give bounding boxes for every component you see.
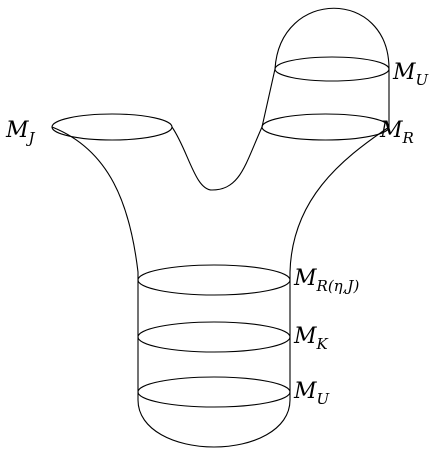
label-m-r-sub: R [402,129,414,147]
label-m-r-main: M [379,118,403,143]
circle-m-r-eta-j [137,264,291,296]
label-m-u-bottom: MU [293,379,331,408]
svg-text:MU: MU [293,379,331,408]
label-m-u-top-main: M [392,60,416,85]
circle-m-k [137,321,291,353]
svg-text:MR: MR [379,118,414,147]
svg-text:MR(η,J): MR(η,J) [293,266,359,295]
label-m-k-main: M [293,324,317,349]
label-m-r-eta-j-sub: R(η,J) [316,277,360,295]
svg-text:MK: MK [293,324,329,353]
svg-text:MJ: MJ [5,118,36,147]
label-m-u-top: MU [392,60,430,89]
label-m-r-eta-j-main: M [293,266,317,291]
label-m-r: MR [379,118,414,147]
label-m-j-main: M [5,118,29,143]
label-m-r-eta-j: MR(η,J) [293,266,359,295]
label-m-u-bottom-main: M [293,379,317,404]
circle-m-u-top [274,56,390,82]
svg-text:MU: MU [392,60,430,89]
circle-m-r [261,113,390,141]
circle-m-j [51,113,173,141]
label-m-u-bottom-sub: U [317,390,331,408]
label-m-k-sub: K [316,335,329,353]
label-m-j-sub: J [26,129,36,147]
label-m-u-top-sub: U [416,71,430,89]
body-outline [51,7,390,448]
label-m-j: MJ [5,118,36,147]
label-m-k: MK [293,324,329,353]
circle-m-u-bottom [137,376,291,408]
